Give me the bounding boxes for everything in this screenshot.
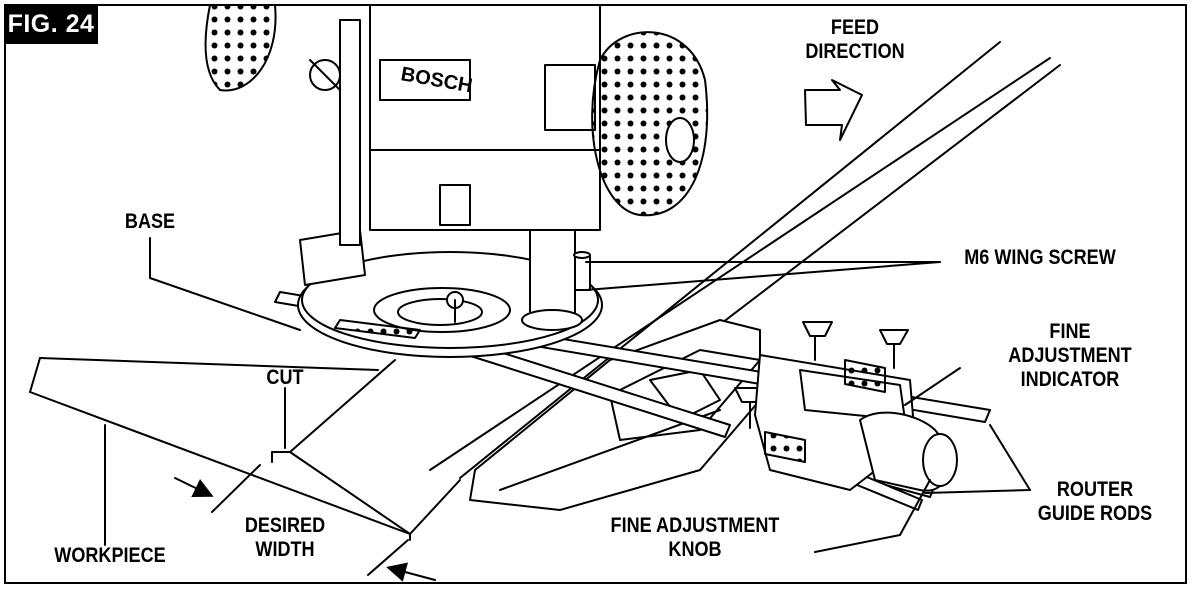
fine-adjustment-assembly bbox=[754, 354, 958, 492]
figure-number: FIG. 24 bbox=[4, 4, 98, 44]
label-router-guide-rods: ROUTER GUIDE RODS bbox=[1037, 478, 1153, 525]
router-body bbox=[309, 4, 601, 331]
label-fine-adjustment-knob: FINE ADJUSTMENT KNOB bbox=[610, 514, 780, 561]
label-base: BASE bbox=[124, 210, 176, 233]
label-desired-width: DESIRED WIDTH bbox=[244, 514, 326, 561]
label-m6-wing-screw: M6 WING SCREW bbox=[964, 246, 1116, 269]
leader-lines bbox=[104, 237, 1031, 582]
label-feed-direction: FEED DIRECTION bbox=[805, 16, 905, 63]
router-handles bbox=[204, 4, 709, 217]
feed-direction-arrow bbox=[804, 79, 863, 141]
workpiece-board bbox=[29, 357, 461, 541]
label-workpiece: WORKPIECE bbox=[54, 544, 166, 567]
label-fine-adjustment-indicator: FINE ADJUSTMENT INDICATOR bbox=[1008, 320, 1132, 391]
label-cut: CUT bbox=[266, 366, 304, 389]
